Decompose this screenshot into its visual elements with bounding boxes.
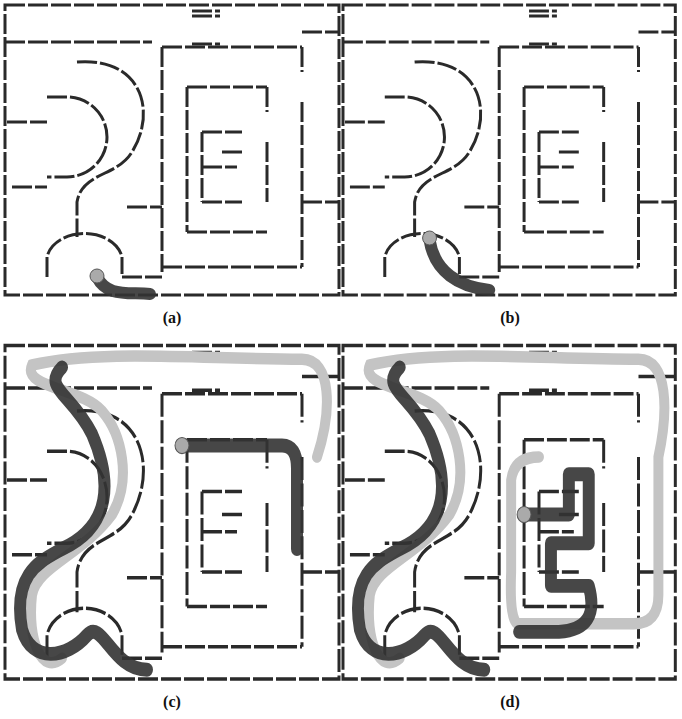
- panel-d: [343, 345, 675, 679]
- panel-a: [5, 5, 339, 295]
- panel-label: (b): [500, 309, 520, 327]
- panel-c: [5, 345, 339, 679]
- panel-label: (a): [163, 309, 182, 327]
- panel-label: (d): [500, 693, 520, 711]
- panel-b: [343, 5, 675, 295]
- panel-label: (c): [163, 693, 181, 711]
